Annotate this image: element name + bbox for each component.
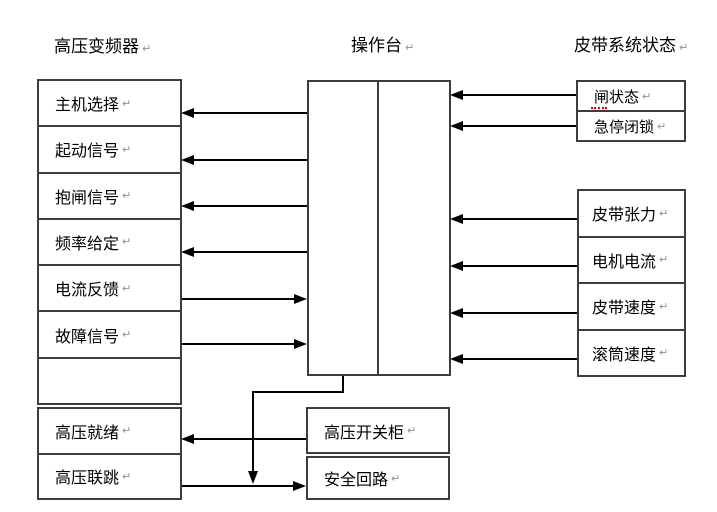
safety-circuit-box: 安全回路↵ [306,456,450,500]
paragraph-mark: ↵ [122,281,132,295]
vfd-row-empty [39,356,180,403]
arrow-belt-tension-to-console-head [450,214,463,224]
arrow-console-to-safety-seg3 [252,391,254,472]
arrow-console-to-safety-head [248,471,258,484]
belt-row-tension: 皮带张力↵ [579,191,684,236]
belt-row-belt-speed-label: 皮带速度 [592,300,657,318]
arrow-current-feedback-to-console-head [294,294,307,304]
arrow-gate-status-to-console-line [463,94,576,96]
arrow-console-to-brake-signal-head [181,201,194,211]
console-divider [377,82,379,374]
arrow-console-to-frequency-set-line [193,251,307,253]
paragraph-mark: ↵ [407,424,417,437]
paragraph-mark: ↵ [657,119,667,133]
vfd-hv-table: 高压就绪↵ 高压联跳↵ [37,407,182,500]
paragraph-mark: ↵ [642,89,652,103]
safety-circuit-label: 安全回路 [324,472,389,489]
arrow-console-to-frequency-set-head [181,247,194,257]
paragraph-mark: ↵ [659,346,669,360]
vfd-row-current-feedback-label: 电流反馈 [55,282,120,300]
belt-row-belt-speed: 皮带速度↵ [579,282,684,329]
vfd-row-hv-ready: 高压就绪↵ [39,409,180,453]
paragraph-mark: ↵ [659,299,669,313]
paragraph-mark: ↵ [659,253,669,267]
hv-switchgear-label: 高压开关柜 [324,424,405,442]
vfd-row-start-signal-label: 起动信号 [55,143,120,161]
paragraph-mark: ↵ [122,235,132,249]
arrow-console-to-start-signal-head [181,155,194,165]
arrow-estop-interlock-to-console-head [450,121,463,131]
arrow-fault-signal-to-console-head [294,339,307,349]
paragraph-mark: ↵ [659,206,669,220]
arrow-switchgear-to-hv-ready-head [181,434,194,444]
paragraph-mark: ↵ [122,189,132,203]
arrow-belt-tension-to-console-line [463,218,577,220]
vfd-row-frequency-set: 频率给定↵ [39,217,180,264]
title-console-label: 操作台 [351,36,402,55]
belt-status-table-bottom: 皮带张力↵ 电机电流↵ 皮带速度↵ 滚筒速度↵ [577,189,686,377]
paragraph-mark: ↵ [122,142,132,156]
arrow-console-to-start-signal-line [193,159,307,161]
arrow-estop-interlock-to-console-line [463,125,576,127]
paragraph-mark: ↵ [122,424,132,438]
title-belt-status: 皮带系统状态↵ [574,31,688,56]
title-belt-status-label: 皮带系统状态 [574,36,676,55]
belt-row-drum-speed-label: 滚筒速度 [592,346,657,364]
console-box [307,80,451,376]
vfd-row-fault-signal-label: 故障信号 [55,328,120,346]
vfd-row-brake-signal-label: 抱闸信号 [55,189,120,207]
belt-row-gate-status: 闸状态↵ [578,82,684,110]
belt-row-gate-status-label: 闸状态 [594,89,640,106]
vfd-row-start-signal: 起动信号↵ [39,125,180,171]
paragraph-mark: ↵ [122,96,132,110]
safety-circuit-row: 安全回路↵ [308,458,448,498]
spellcheck-squiggle [591,104,607,109]
arrow-motor-current-to-console-head [450,261,463,271]
vfd-signal-table: 主机选择↵ 起动信号↵ 抱闸信号↵ 频率给定↵ 电流反馈↵ 故障信号↵ [37,79,182,405]
title-console: 操作台↵ [351,31,414,56]
arrow-console-to-host-select-head [181,108,194,118]
vfd-row-hv-trip: 高压联跳↵ [39,452,180,499]
paragraph-mark: ↵ [405,41,415,54]
arrow-motor-current-to-console-line [463,265,577,267]
paragraph-mark: ↵ [679,41,689,54]
vfd-row-host-select-label: 主机选择 [55,97,120,115]
paragraph-mark: ↵ [391,471,401,485]
arrow-fault-signal-to-console-line [182,343,295,345]
belt-row-motor-current-label: 电机电流 [592,253,657,271]
arrow-hv-trip-to-safety-line [182,485,294,487]
arrow-drum-speed-to-console-line [463,358,577,360]
arrow-console-to-safety-seg1 [342,376,344,393]
arrow-belt-speed-to-console-line [463,312,577,314]
vfd-row-hv-trip-label: 高压联跳 [55,470,120,488]
vfd-row-current-feedback: 电流反馈↵ [39,264,180,310]
arrow-hv-trip-to-safety-head [293,481,306,491]
belt-row-estop-interlock-label: 急停闭锁 [594,119,655,136]
belt-status-table-top: 闸状态↵ 急停闭锁↵ [576,80,686,142]
belt-row-tension-label: 皮带张力 [592,207,657,225]
arrow-console-to-host-select-line [193,112,307,114]
belt-row-motor-current: 电机电流↵ [579,235,684,283]
vfd-row-host-select: 主机选择↵ [39,81,180,125]
hv-switchgear-row: 高压开关柜↵ [308,409,448,452]
hv-switchgear-box: 高压开关柜↵ [306,407,450,454]
arrow-belt-speed-to-console-head [450,308,463,318]
title-hv-inverter-label: 高压变频器 [54,37,139,56]
vfd-row-fault-signal: 故障信号↵ [39,310,180,356]
arrow-console-to-brake-signal-line [193,205,307,207]
vfd-row-hv-ready-label: 高压就绪 [55,424,120,442]
paragraph-mark: ↵ [122,469,132,483]
vfd-row-frequency-set-label: 频率给定 [55,235,120,253]
arrow-current-feedback-to-console-line [182,298,295,300]
belt-row-drum-speed: 滚筒速度↵ [579,328,684,376]
paragraph-mark: ↵ [122,328,132,342]
vfd-row-brake-signal: 抱闸信号↵ [39,171,180,218]
arrow-console-to-safety-seg2 [252,391,344,393]
paragraph-mark: ↵ [142,42,152,55]
arrow-drum-speed-to-console-head [450,354,463,364]
arrow-gate-status-to-console-head [450,90,463,100]
title-hv-inverter: 高压变频器↵ [54,32,151,57]
arrow-switchgear-to-hv-ready-line [193,438,306,440]
belt-row-estop-interlock: 急停闭锁↵ [578,110,684,140]
